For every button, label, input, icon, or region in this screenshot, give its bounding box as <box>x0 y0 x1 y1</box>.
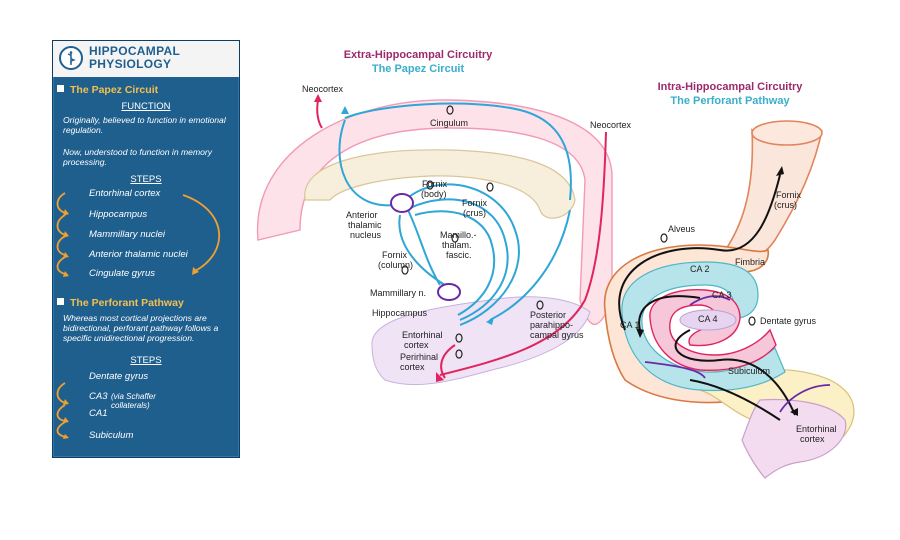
perforant-black-pathways <box>618 174 796 421</box>
papez-pink-arrowheads <box>314 94 444 382</box>
label-ca3: CA 3 <box>712 290 732 300</box>
info-panel: HIPPOCAMPAL PHYSIOLOGY The Papez Circuit… <box>52 40 240 458</box>
ca3-note-line1: (via Schaffer <box>111 392 156 401</box>
perforant-step-2: CA3 <box>89 391 108 402</box>
perforant-step-1: Dentate gyrus <box>89 371 149 382</box>
ca3-note-line2: collaterals) <box>111 400 150 410</box>
label-dentate: Dentate gyrus <box>760 316 817 326</box>
perforant-header-line1: Intra-Hippocampal Circuitry <box>658 81 804 93</box>
label-anterior-2: thalamic <box>348 220 382 230</box>
fornix-crus-opening <box>751 120 823 146</box>
papez-header-line1: Extra-Hippocampal Circuitry <box>344 49 493 61</box>
papez-title-text: The Papez Circuit <box>70 84 159 96</box>
panel-title: HIPPOCAMPAL PHYSIOLOGY <box>89 45 235 71</box>
papez-section-title: The Papez Circuit <box>57 84 158 96</box>
label-ca2: CA 2 <box>690 264 710 274</box>
parahippocampal-region <box>371 296 591 386</box>
label-ca1: CA 1 <box>620 320 640 330</box>
papez-step-2: Hippocampus <box>89 209 148 220</box>
perforant-purple-pathways <box>644 295 831 413</box>
papez-step-5: Cingulate gyrus <box>89 268 156 279</box>
ca4-shape <box>679 309 737 331</box>
perforant-para: Whereas most cortical projections are bi… <box>63 313 219 343</box>
perforant-step-3: CA1 <box>89 408 108 419</box>
ca3-note: (via Schaffer collaterals) <box>111 392 156 410</box>
label-mammillary: Mammillary n. <box>370 288 426 298</box>
panel-title-line1: HIPPOCAMPAL <box>89 44 181 58</box>
label-mamillo-1: Mamillo.- <box>440 230 477 240</box>
label-neocortex-top: Neocortex <box>302 84 344 94</box>
label-perirhinal-2: cortex <box>400 362 425 372</box>
perforant-header-line2: The Perforant Pathway <box>670 95 790 107</box>
label-entorhinal-2: cortex <box>404 340 429 350</box>
label-posterior-1: Posterior <box>530 310 566 320</box>
label-subiculum: Subiculum <box>728 366 770 376</box>
label-hippocampus: Hippocampus <box>372 308 428 318</box>
label-p-entorhinal-2: cortex <box>800 434 825 444</box>
label-fimbria: Fimbria <box>735 257 765 267</box>
label-anterior-1: Anterior <box>346 210 378 220</box>
caduceus-icon <box>59 46 83 70</box>
papez-para-1: Originally, believed to function in emot… <box>63 115 226 135</box>
label-p-fornix-crus-2: (crus) <box>774 200 797 210</box>
perforant-markers <box>660 233 756 326</box>
function-label: FUNCTION <box>121 101 171 112</box>
label-fornix-column-1: Fornix <box>382 250 408 260</box>
label-mamillo-2: thalam. <box>442 240 472 250</box>
label-fornix-body-1: Fornix <box>422 179 448 189</box>
papez-step-4: Anterior thalamic nuclei <box>89 249 188 260</box>
label-fornix-body-2: (body) <box>421 189 447 199</box>
label-entorhinal-1: Entorhinal <box>402 330 443 340</box>
label-fornix-column-2: (column) <box>378 260 413 270</box>
label-neocortex-right: Neocortex <box>590 120 632 130</box>
panel-header: HIPPOCAMPAL PHYSIOLOGY <box>53 41 239 77</box>
perforant-steps-label: STEPS <box>130 355 162 366</box>
papez-blue-pathways <box>338 102 572 326</box>
label-fornix-crus-1: Fornix <box>462 198 488 208</box>
label-p-entorhinal-1: Entorhinal <box>796 424 837 434</box>
papez-step-3: Mammillary nuclei <box>89 229 166 240</box>
papez-steps-label: STEPS <box>130 174 162 185</box>
label-mamillo-3: fascic. <box>446 250 472 260</box>
panel-title-line2: PHYSIOLOGY <box>89 57 172 71</box>
entorhinal-tail <box>741 398 847 479</box>
label-alveus: Alveus <box>668 224 696 234</box>
papez-header-line2: The Papez Circuit <box>372 63 465 75</box>
anterior-thalamic-nucleus-shape <box>390 193 414 213</box>
label-ca4: CA 4 <box>698 314 718 324</box>
papez-step-arrows <box>56 192 220 439</box>
fornix-crus-tube <box>720 128 823 262</box>
label-fornix-crus-2: (crus) <box>463 208 486 218</box>
papez-pink-pathways <box>316 99 607 379</box>
papez-step-1: Entorhinal cortex <box>89 188 161 199</box>
label-perirhinal-1: Perirhinal <box>400 352 438 362</box>
perforant-black-arrowheads <box>636 166 798 416</box>
papez-para-2: Now, understood to function in memory pr… <box>63 147 213 167</box>
label-posterior-2: parahippo- <box>530 320 573 330</box>
label-cingulum: Cingulum <box>430 118 468 128</box>
landmark-markers <box>401 105 544 359</box>
perforant-step-4: Subiculum <box>89 430 134 441</box>
perforant-section-title: The Perforant Pathway <box>57 297 184 309</box>
label-p-fornix-crus-1: Fornix <box>776 190 802 200</box>
label-anterior-3: nucleus <box>350 230 382 240</box>
mammillary-nucleus-shape <box>437 283 461 301</box>
perforant-title-text: The Perforant Pathway <box>70 297 184 309</box>
corpus-callosum <box>304 149 576 219</box>
label-posterior-3: campal gyrus <box>530 330 584 340</box>
